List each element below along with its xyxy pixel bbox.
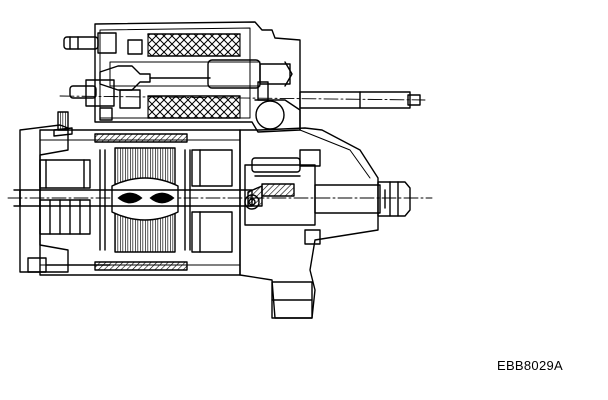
solenoid-axis bbox=[59, 95, 426, 101]
solenoid-assembly bbox=[63, 21, 301, 133]
figure-code-label: EBB8029A bbox=[496, 358, 563, 373]
rear-end-cover bbox=[13, 111, 111, 273]
yoke-assembly bbox=[19, 129, 253, 276]
output-shaft-top bbox=[299, 91, 421, 109]
drive-end-housing bbox=[239, 127, 411, 319]
